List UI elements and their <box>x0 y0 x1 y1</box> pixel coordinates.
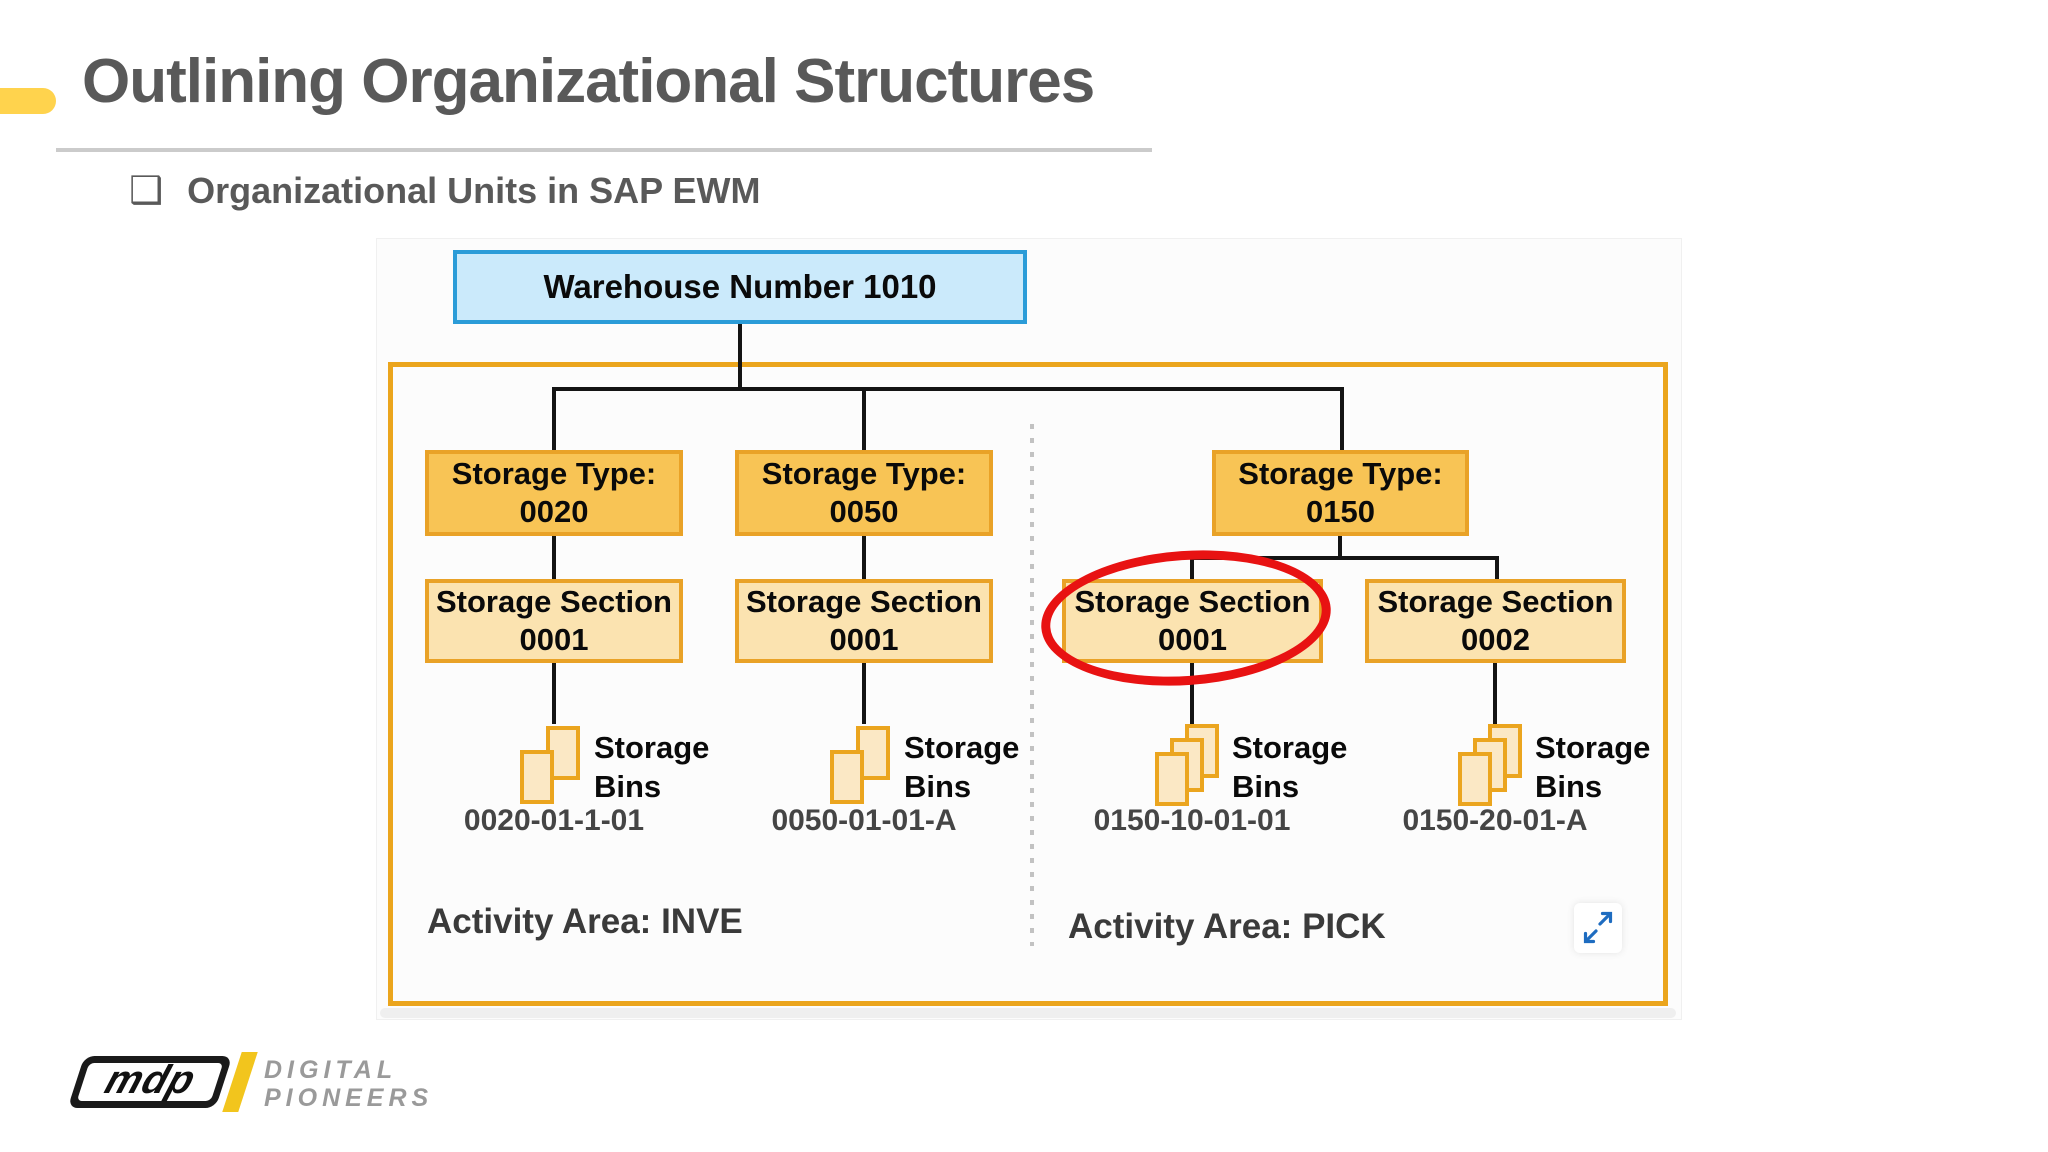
activity-area-divider <box>1030 424 1034 946</box>
storage-section-code: 0001 <box>519 622 589 657</box>
diagram-image-bottom-edge <box>380 1008 1676 1018</box>
storage-bins-icon <box>1458 724 1522 816</box>
bullet-label: Organizational Units in SAP EWM <box>187 170 761 211</box>
bin-code: 0050-01-01-A <box>771 804 957 837</box>
storage-bins-icon <box>1155 724 1219 816</box>
connector-drop-type2 <box>862 387 866 450</box>
storage-type-code: 0020 <box>519 494 589 529</box>
storage-type-code: 0050 <box>829 494 899 529</box>
logo-digital-text: DIGITAL <box>264 1056 398 1084</box>
storage-section-title: Storage Section <box>1377 584 1614 619</box>
storage-type-code: 0150 <box>1306 494 1375 529</box>
storage-section-2-node: Storage Section 0001 <box>735 579 993 663</box>
storage-section-3-node: Storage Section 0001 <box>1062 579 1323 663</box>
connector-level1-horizontal <box>552 387 1344 391</box>
storage-type-0020-node: Storage Type: 0020 <box>425 450 683 536</box>
connector-level2-horizontal <box>1190 556 1499 560</box>
connector-drop-section3 <box>1190 556 1194 580</box>
connector-root-vertical <box>738 323 742 389</box>
storage-bins-label: Storage Bins <box>594 730 710 804</box>
bullet-row: ❑ Organizational Units in SAP EWM <box>129 170 760 212</box>
connector-section2-bins <box>862 662 866 724</box>
warehouse-node: Warehouse Number 1010 <box>453 250 1027 324</box>
storage-bins-label: Storage Bins <box>1535 730 1651 804</box>
bin-code: 0020-01-1-01 <box>463 804 645 837</box>
connector-section4-bins <box>1493 662 1497 724</box>
connector-drop-type3 <box>1340 387 1344 450</box>
storage-section-code: 0001 <box>1158 622 1227 657</box>
storage-section-1-node: Storage Section 0001 <box>425 579 683 663</box>
bin-code: 0150-20-01-A <box>1402 804 1588 837</box>
page-title: Outlining Organizational Structures <box>82 47 1095 116</box>
storage-type-title: Storage Type: <box>1238 456 1443 491</box>
storage-section-title: Storage Section <box>1074 584 1311 619</box>
connector-section1-bins <box>552 662 556 724</box>
mdp-logo-mark: mdp <box>67 1056 233 1108</box>
storage-type-0050-node: Storage Type: 0050 <box>735 450 993 536</box>
connector-drop-type1 <box>552 387 556 450</box>
accent-dash <box>0 88 56 114</box>
title-underline <box>56 148 1152 152</box>
storage-type-0150-node: Storage Type: 0150 <box>1212 450 1469 536</box>
storage-bins-label: Storage Bins <box>1232 730 1348 804</box>
expand-arrows-icon <box>1583 911 1613 944</box>
storage-section-4-node: Storage Section 0002 <box>1365 579 1626 663</box>
activity-area-inve-label: Activity Area: INVE <box>427 902 743 941</box>
checkbox-bullet-icon: ❑ <box>129 170 164 212</box>
storage-type-title: Storage Type: <box>761 456 967 491</box>
storage-bins-label: Storage Bins <box>904 730 1020 804</box>
connector-type3-stub <box>1338 536 1342 558</box>
connector-drop-section4 <box>1495 556 1499 580</box>
expand-button[interactable] <box>1574 903 1622 953</box>
storage-type-title: Storage Type: <box>451 456 657 491</box>
bin-code: 0150-10-01-01 <box>1093 804 1291 837</box>
activity-area-pick-label: Activity Area: PICK <box>1068 907 1386 946</box>
activity-frame <box>388 362 1668 1006</box>
storage-section-title: Storage Section <box>746 584 982 619</box>
connector-section3-bins <box>1190 662 1194 724</box>
storage-bins-icon <box>830 724 894 816</box>
logo-pioneers-text: PIONEERS <box>264 1084 434 1112</box>
storage-bins-icon <box>520 724 584 816</box>
storage-section-title: Storage Section <box>436 584 672 619</box>
storage-section-code: 0001 <box>829 622 899 657</box>
mdp-logo-text: mdp <box>99 1058 202 1102</box>
connector-type2-section2 <box>862 536 866 580</box>
warehouse-label: Warehouse Number 1010 <box>543 268 937 305</box>
connector-type1-section1 <box>552 536 556 580</box>
storage-section-code: 0002 <box>1461 622 1530 657</box>
